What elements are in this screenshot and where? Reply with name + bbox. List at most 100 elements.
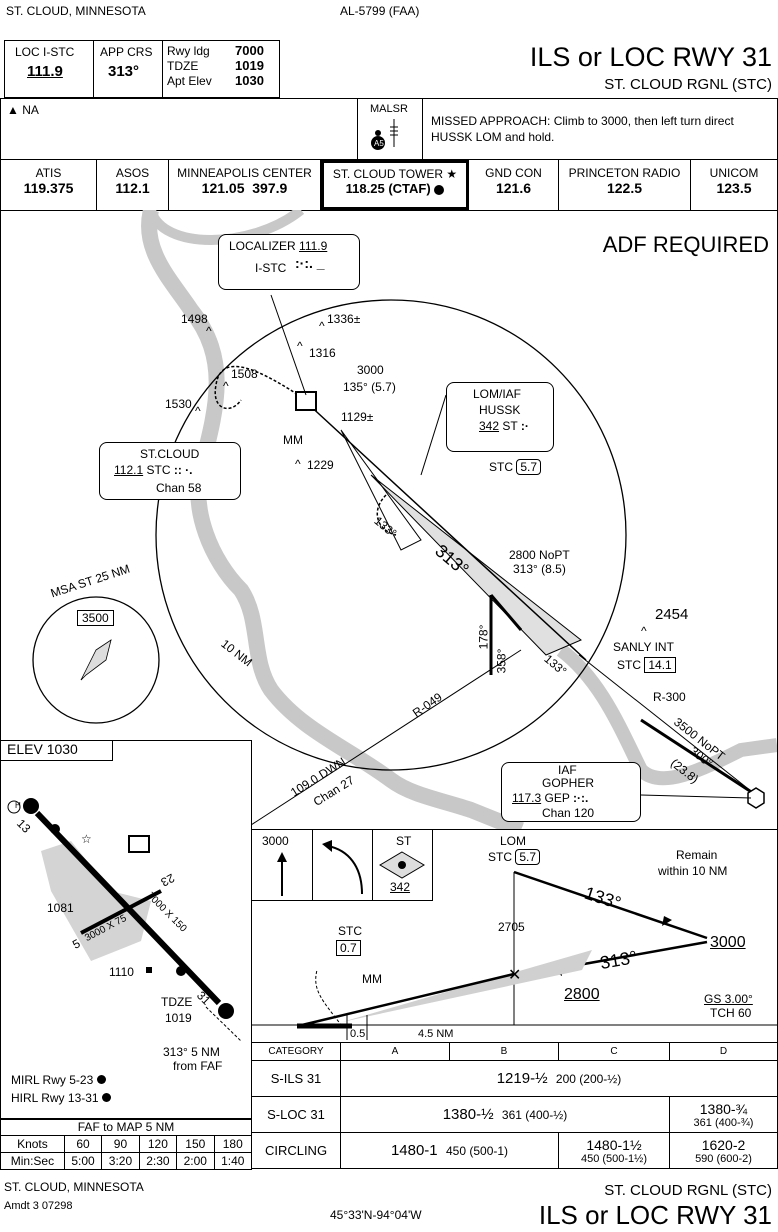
footer-title: ILS or LOC RWY 31 xyxy=(538,1200,772,1230)
profile-d45: 4.5 NM xyxy=(418,1028,454,1040)
min-sub: 450 (500-1) xyxy=(446,1144,509,1158)
gopher-freq: 117.3 xyxy=(512,791,542,805)
elev-box: ELEV 1030 xyxy=(1,741,113,761)
time-label: Min:Sec xyxy=(0,1152,65,1170)
min-header: B xyxy=(449,1042,559,1061)
localizer-box: LOCALIZER 111.9 I-STC :·:. _ xyxy=(218,234,360,290)
header-location: ST. CLOUD, MINNESOTA xyxy=(6,4,146,18)
min-sub: 361 (400-¾) xyxy=(693,1116,754,1129)
msa-alt: 3500 xyxy=(77,610,114,626)
r300: R-300 xyxy=(653,690,686,704)
lom-dist-prefix: STC xyxy=(489,460,513,474)
loc-label: LOC I-STC xyxy=(15,45,75,59)
comm-name: PRINCETON RADIO xyxy=(568,166,681,180)
river xyxy=(141,210,524,830)
min-header: CATEGORY xyxy=(251,1042,341,1061)
profile-stc-dist: 0.7 xyxy=(336,940,361,956)
min-header: D xyxy=(669,1042,778,1061)
min-row-label: S-LOC 31 xyxy=(251,1096,341,1133)
comm-name: UNICOM xyxy=(709,166,759,180)
morse-icon: :: ·. xyxy=(173,463,193,477)
comm-freq: 122.5 xyxy=(606,180,643,196)
faf-title: FAF to MAP 5 NM xyxy=(0,1118,252,1136)
comm-unicom: UNICOM 123.5 xyxy=(691,160,777,210)
profile-lom-prefix: STC xyxy=(488,850,512,864)
part-time-icon xyxy=(96,1075,106,1084)
lom-id: ST xyxy=(502,419,518,433)
obstacle-icon: ^ xyxy=(641,624,647,638)
min-main: 1219-½ xyxy=(496,1070,548,1087)
comm-asos: ASOS 112.1 xyxy=(97,160,169,210)
climb-arrow-icon xyxy=(277,852,287,896)
lighting-box: MALSR A5 xyxy=(357,99,423,159)
sanly-prefix: STC xyxy=(617,658,641,672)
hirl: HIRL Rwy 13-31 xyxy=(11,1091,111,1105)
gopher-id: GEP xyxy=(544,791,570,805)
lom-dist: STC 5.7 xyxy=(489,459,542,475)
ma-icon-1: 3000 xyxy=(252,830,313,901)
comm-freq: 121.6 xyxy=(495,180,532,196)
obstacle-icon: ^ xyxy=(195,404,201,418)
alt-minimums-text: NA xyxy=(22,103,39,117)
tdze-label: TDZE xyxy=(161,995,193,1009)
min-main: 1480-1 xyxy=(390,1142,438,1159)
obstacle-icon: ☆ xyxy=(81,832,92,846)
comm-freq: 112.1 xyxy=(115,180,150,196)
rwy-ldg: 7000 xyxy=(235,43,264,58)
range-ring xyxy=(155,299,627,771)
lom-box: LOM/IAF HUSSK 342 ST :· xyxy=(446,382,554,452)
notes-row: ▲ NA MALSR A5 MISSED APPROACH: Climb to … xyxy=(0,98,778,160)
min-sub: 450 (500-1½) xyxy=(580,1152,648,1165)
profile-stc: STC xyxy=(338,924,362,938)
knots-cell: 180 xyxy=(213,1135,253,1153)
profile-d05: 0.5 xyxy=(350,1028,366,1040)
obstacle-icon: ^ xyxy=(295,457,301,471)
hold-alt: 3000 xyxy=(357,363,384,377)
profile-alt-3000: 3000 xyxy=(710,934,746,951)
localizer-course xyxy=(370,474,582,656)
comm-name: ATIS xyxy=(35,166,62,180)
min-row-label: CIRCLING xyxy=(251,1132,341,1169)
min-main: 1480-1½ xyxy=(586,1136,642,1153)
msa-circle xyxy=(32,596,160,724)
ma-icon-st: ST xyxy=(396,834,412,848)
obstacle-elev: 1110 xyxy=(109,965,134,979)
gopher-chan: Chan 120 xyxy=(542,806,595,820)
app-crs-label: APP CRS xyxy=(100,45,153,59)
plan-view: ^ ^ ^ ^ ^ ^ ^ ADF REQUIRED LOCALIZER 111… xyxy=(0,210,778,830)
comm-freq: 119.375 xyxy=(23,180,74,196)
ma-icon-2 xyxy=(312,830,373,901)
comm-name: MINNEAPOLIS CENTER xyxy=(177,166,312,180)
obstacle-elev: 1081 xyxy=(47,901,74,915)
obstacle-elev: 1129± xyxy=(341,410,374,424)
elev: 1030 xyxy=(46,741,78,757)
obstacle-elev: 1229 xyxy=(307,458,334,472)
obstacle-icon: ^ xyxy=(297,339,303,353)
nopt1: 2800 NoPT xyxy=(509,548,570,562)
apt-elev: 1030 xyxy=(235,73,264,88)
heliport-label: H xyxy=(15,801,21,810)
heliport-icon xyxy=(7,800,21,814)
profile-alt-2800: 2800 xyxy=(564,986,600,1003)
profile-svg: ✕ xyxy=(252,870,777,1040)
comm-name: ASOS xyxy=(115,166,150,180)
alt-minimums-icon: ▲ xyxy=(7,103,19,117)
comm-radio: PRINCETON RADIO 122.5 xyxy=(559,160,691,210)
comm-gnd: GND CON 121.6 xyxy=(469,160,559,210)
comm-freq: 118.25 (CTAF) xyxy=(345,181,431,196)
alt-minimums: ▲ NA xyxy=(7,103,39,117)
profile-tch: TCH 60 xyxy=(710,1006,752,1020)
remain-2: within 10 NM xyxy=(658,864,728,878)
faf-table: FAF to MAP 5 NM Knots 60 90 120 150 180 … xyxy=(0,1118,253,1170)
mirl: MIRL Rwy 5-23 xyxy=(11,1073,106,1087)
tdze-label: TDZE xyxy=(167,59,199,73)
footer-coords: 45°33'N-94°04'W xyxy=(330,1208,422,1222)
ma-icon-freq: 342 xyxy=(390,880,411,894)
obstacle-elev: 1316 xyxy=(309,346,336,360)
footer-location: ST. CLOUD, MINNESOTA xyxy=(4,1180,144,1194)
time-cell: 5:00 xyxy=(63,1152,103,1170)
comm-tower: ST. CLOUD TOWER ★ 118.25 (CTAF) xyxy=(321,160,469,210)
min-header: A xyxy=(340,1042,450,1061)
part-time-icon xyxy=(434,184,445,195)
gopher-label: IAF xyxy=(558,763,577,777)
